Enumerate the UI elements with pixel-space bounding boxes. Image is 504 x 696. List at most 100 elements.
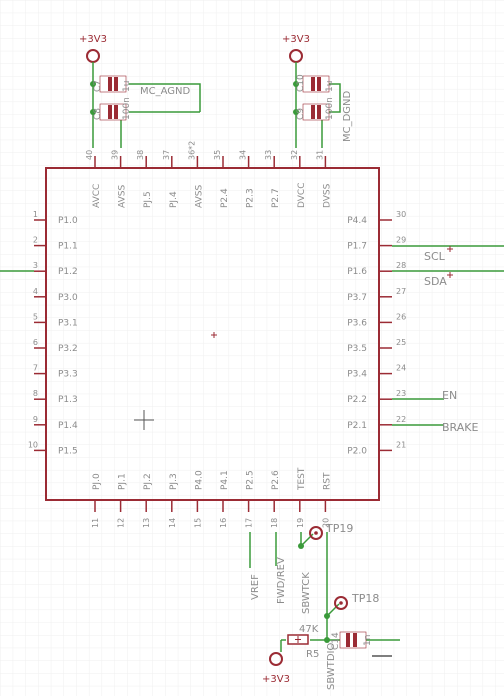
- pin-name-13: PJ.2: [143, 473, 153, 490]
- pin-number-23: 23: [396, 389, 406, 398]
- net-marker-scl: [447, 246, 453, 252]
- net-label-fwdrev: FWD/REV: [276, 557, 287, 604]
- pin-number-27: 27: [396, 287, 406, 296]
- pin-number-33: 33: [264, 150, 273, 160]
- pin-name-27: P3.7: [347, 293, 367, 303]
- pin-name-26: P3.6: [347, 318, 367, 328]
- pin-number-32: 32: [290, 150, 299, 160]
- tp19-label: TP19: [325, 522, 353, 535]
- pin-number-26: 26: [396, 312, 406, 321]
- pin-name-1: P1.0: [58, 216, 78, 226]
- pin-name-34: P2.3: [246, 188, 256, 208]
- capacitor-c10[interactable]: C10 1u: [296, 74, 335, 93]
- pin-number-21: 21: [396, 440, 406, 449]
- pin-number-4: 4: [33, 287, 38, 296]
- r5-value-label: 47K: [299, 624, 319, 635]
- capacitor-c9[interactable]: C9 100n: [296, 97, 335, 121]
- left-supply-group: +3V3 C7 1u C8 100n MC_AGND: [79, 34, 201, 148]
- pin-number-11: 11: [91, 518, 100, 528]
- junction-left-2: [90, 109, 96, 115]
- pin-name-31: DVSS: [322, 183, 332, 208]
- pin-name-18: P2.6: [271, 470, 281, 490]
- bottom-nets: VREF FWD/REV SBWTCK SBWTDIO TP19 TP18 47…: [249, 522, 400, 690]
- r5-ref-label: R5: [306, 649, 319, 660]
- pin-name-24: P3.4: [347, 370, 367, 380]
- pin-number-24: 24: [396, 364, 406, 373]
- pin-number-28: 28: [396, 261, 406, 270]
- wire-left-agnd: [120, 83, 201, 148]
- supply-label-bottom: +3V3: [262, 674, 290, 685]
- net-label-sda: SDA: [424, 275, 447, 288]
- pin-name-23: P2.2: [347, 395, 367, 405]
- pin-name-39: AVSS: [118, 185, 128, 208]
- pin-name-25: P3.5: [347, 344, 367, 354]
- pin-number-36-2: 36*2: [187, 141, 196, 160]
- pin-name-12: PJ.1: [118, 473, 128, 490]
- junction-right-2: [293, 109, 299, 115]
- pin-name-30: P4.4: [347, 216, 367, 226]
- net-marker-sda: [447, 272, 453, 278]
- capacitor-c7[interactable]: C7 1u: [93, 75, 132, 93]
- junction-r5: [324, 637, 330, 643]
- pin-name-5: P3.1: [58, 318, 78, 328]
- net-label-en: EN: [442, 389, 457, 402]
- pin-name-9: P1.4: [58, 421, 78, 431]
- c14-value-label: 1n: [363, 635, 373, 646]
- pin-name-16: P4.1: [220, 470, 230, 490]
- c14-ref-label: C14: [331, 632, 341, 650]
- pin-number-13: 13: [142, 518, 151, 528]
- pin-number-22: 22: [396, 415, 406, 424]
- pin-number-14: 14: [168, 518, 177, 528]
- right-nets: SCL SDA EN BRAKE: [392, 245, 504, 434]
- pin-name-33: P2.7: [271, 188, 281, 208]
- net-label-vref: VREF: [250, 574, 261, 600]
- pin-number-39: 39: [111, 150, 120, 160]
- c10-ref-label: C10: [296, 74, 306, 92]
- capacitor-c8[interactable]: C8 100n: [93, 97, 132, 121]
- supply-label-right: +3V3: [282, 34, 310, 45]
- pin-number-35: 35: [213, 150, 222, 160]
- pin-number-34: 34: [239, 150, 248, 160]
- net-label-sbwtdio: SBWTDIO: [326, 643, 337, 690]
- pin-number-20: 20: [321, 518, 330, 528]
- pin-name-21: P2.0: [347, 446, 367, 456]
- pin-name-14: PJ.3: [169, 473, 179, 490]
- pin-name-11: PJ.0: [92, 473, 102, 490]
- pin-number-18: 18: [270, 518, 279, 528]
- c8-value-label: 100n: [122, 97, 132, 120]
- c7-ref-label: C7: [93, 80, 103, 92]
- pin-number-9: 9: [33, 415, 38, 424]
- pin-number-30: 30: [396, 210, 406, 219]
- pin-number-3: 3: [33, 261, 38, 270]
- testpoint-tp19[interactable]: [309, 526, 323, 540]
- testpoint-tp18[interactable]: [334, 596, 348, 610]
- chip-body[interactable]: [45, 167, 380, 501]
- pin-name-7: P3.3: [58, 370, 78, 380]
- pin-name-15: P4.0: [194, 470, 204, 490]
- supply-label-left: +3V3: [79, 34, 107, 45]
- pin-name-35: P2.4: [220, 188, 230, 208]
- pin-number-7: 7: [33, 364, 38, 373]
- pin-number-31: 31: [315, 150, 324, 160]
- pin-number-10: 10: [28, 440, 38, 449]
- net-label-agnd: MC_AGND: [140, 86, 191, 97]
- pin-name-2: P1.1: [58, 242, 78, 252]
- net-label-brake: BRAKE: [442, 421, 478, 434]
- pin-name-3: P1.2: [58, 267, 78, 277]
- chip-pins: 1P1.02P1.13P1.24P3.05P3.16P3.27P3.38P1.3…: [28, 141, 406, 528]
- pin-number-29: 29: [396, 236, 406, 245]
- pin-number-6: 6: [33, 338, 38, 347]
- pin-number-38: 38: [136, 150, 145, 160]
- net-label-scl: SCL: [424, 250, 446, 263]
- resistor-r5[interactable]: 47K R5: [287, 624, 319, 660]
- junction-tp19: [298, 543, 304, 549]
- wire-sbwtdio: [281, 532, 400, 641]
- pin-name-22: P2.1: [347, 421, 367, 431]
- pin-number-15: 15: [193, 518, 202, 528]
- pin-number-5: 5: [33, 312, 38, 321]
- junction-left-1: [90, 81, 96, 87]
- pin-name-37: PJ.4: [169, 191, 179, 208]
- capacitor-c14[interactable]: C14 1n: [331, 631, 373, 650]
